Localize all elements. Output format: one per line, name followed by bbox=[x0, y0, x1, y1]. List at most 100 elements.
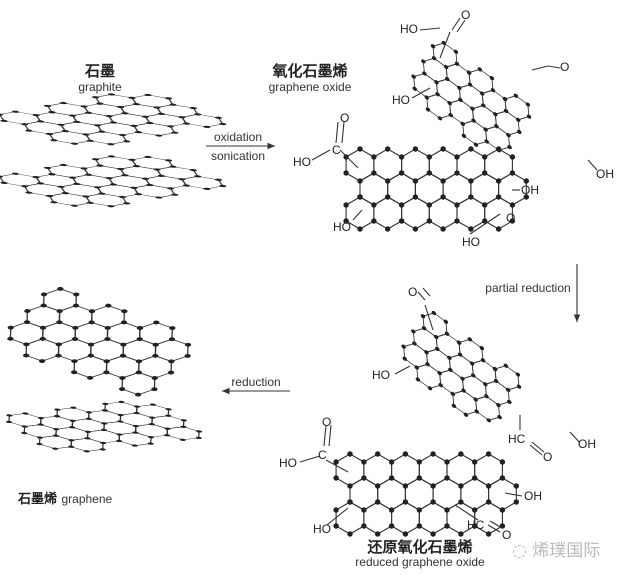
carbon-atom bbox=[402, 531, 409, 537]
carbon-atom bbox=[412, 341, 417, 346]
carbon-atom bbox=[73, 120, 81, 124]
hexagon-ring bbox=[391, 501, 420, 535]
hexagon-ring bbox=[335, 453, 365, 487]
carbon-atom bbox=[361, 459, 367, 465]
carbon-atom bbox=[517, 129, 522, 134]
rgo-carbon-label: C bbox=[318, 448, 327, 462]
carbon-atom bbox=[481, 202, 488, 208]
carbon-atom bbox=[86, 201, 95, 204]
carbon-atom bbox=[443, 319, 449, 324]
carbon-atom bbox=[484, 139, 489, 144]
carbon-atom bbox=[70, 406, 77, 409]
rgo-hydroxyl-label: OH bbox=[578, 437, 596, 451]
carbon-atom bbox=[134, 392, 142, 397]
carbon-atom bbox=[6, 414, 13, 417]
carbon-atom bbox=[131, 444, 138, 447]
carbon-atom bbox=[69, 419, 76, 422]
carbon-atom bbox=[388, 507, 395, 513]
carbon-atom bbox=[523, 178, 530, 184]
carbon-atom bbox=[133, 405, 141, 408]
carbon-atom bbox=[39, 336, 46, 341]
hexagon-ring bbox=[484, 148, 513, 182]
carbon-atom bbox=[374, 483, 381, 489]
carbon-atom bbox=[128, 158, 136, 161]
carbon-atom bbox=[431, 56, 437, 61]
hexagon-ring bbox=[94, 94, 138, 108]
carbon-atom bbox=[134, 193, 143, 196]
carbon-atom bbox=[166, 125, 175, 128]
hexagon-ring bbox=[373, 196, 403, 230]
carbon-atom bbox=[481, 103, 486, 108]
carbon-atom bbox=[343, 154, 349, 160]
carbon-atom bbox=[84, 437, 91, 440]
carbon-atom bbox=[167, 370, 175, 375]
carbon-atom bbox=[37, 423, 44, 426]
carbon-atom bbox=[164, 159, 173, 162]
carbon-atom bbox=[36, 442, 43, 446]
carbon-atom bbox=[151, 376, 158, 380]
carbon-atom bbox=[453, 49, 459, 54]
carbon-atom bbox=[86, 375, 94, 380]
carbon-atom bbox=[502, 96, 508, 102]
carbon-atom bbox=[195, 436, 202, 440]
carbon-atom bbox=[499, 507, 506, 513]
carbon-atom bbox=[164, 97, 173, 100]
carbon-atom bbox=[80, 105, 88, 108]
carbon-atom bbox=[471, 507, 478, 513]
carbon-atom bbox=[471, 118, 476, 123]
watermark-text: 烯璞国际 bbox=[532, 541, 601, 561]
hexagon-ring bbox=[418, 453, 448, 487]
carbon-atom bbox=[438, 382, 443, 388]
carbon-atom bbox=[388, 523, 395, 529]
graphite-sheet-bottom bbox=[0, 155, 227, 208]
carbon-atom bbox=[100, 428, 107, 432]
carbon-atom bbox=[5, 420, 13, 424]
carbon-atom bbox=[107, 155, 116, 158]
carbon-atom bbox=[153, 168, 161, 171]
hexagon-ring bbox=[156, 166, 199, 180]
carbon-atom bbox=[68, 176, 77, 179]
carbon-atom bbox=[69, 426, 76, 429]
carbon-atom bbox=[470, 106, 475, 111]
carbon-atom bbox=[169, 165, 177, 168]
carbon-atom bbox=[109, 121, 118, 124]
carbon-atom bbox=[214, 116, 223, 119]
carbon-atom bbox=[361, 507, 367, 513]
carbon-atom bbox=[23, 320, 31, 325]
carbon-atom bbox=[384, 226, 391, 232]
carbon-atom bbox=[155, 196, 163, 199]
carbon-atom bbox=[507, 144, 512, 150]
carbon-atom bbox=[54, 408, 61, 411]
graphene-sheet-bottom bbox=[5, 400, 203, 453]
hexagon-ring bbox=[446, 453, 476, 487]
go-hydroxyl-label: HO bbox=[392, 93, 410, 107]
go-hydroxyl-label: HO bbox=[333, 220, 351, 234]
carbon-atom bbox=[85, 417, 92, 420]
reduction-label: reduction bbox=[231, 375, 281, 389]
carbon-atom bbox=[433, 334, 439, 340]
rgo-hydroxyl-label: HO bbox=[279, 456, 297, 470]
go-sheet-top bbox=[411, 40, 532, 153]
carbon-atom bbox=[132, 103, 141, 106]
graphite-sheet-top bbox=[0, 93, 227, 146]
rgo-aldehyde-o-label: O bbox=[502, 528, 512, 542]
carbon-atom bbox=[479, 346, 485, 351]
carbon-atom bbox=[503, 363, 509, 368]
carbon-atom bbox=[384, 178, 391, 184]
hexagon-ring bbox=[181, 114, 224, 128]
carbon-atom bbox=[516, 384, 522, 389]
carbon-atom bbox=[440, 194, 446, 200]
carbon-atom bbox=[171, 131, 179, 134]
carbon-atom bbox=[57, 185, 65, 188]
carbon-atom bbox=[343, 170, 349, 176]
carbon-atom bbox=[434, 80, 439, 85]
carbon-atom bbox=[52, 434, 59, 437]
carbon-atom bbox=[509, 218, 516, 224]
carbon-atom bbox=[116, 433, 123, 436]
carbon-atom bbox=[444, 475, 450, 481]
carbon-atom bbox=[141, 115, 150, 118]
carbon-atom bbox=[96, 102, 104, 105]
carbon-atom bbox=[343, 202, 349, 208]
carbon-atom bbox=[20, 123, 29, 126]
carbon-atom bbox=[152, 342, 159, 347]
